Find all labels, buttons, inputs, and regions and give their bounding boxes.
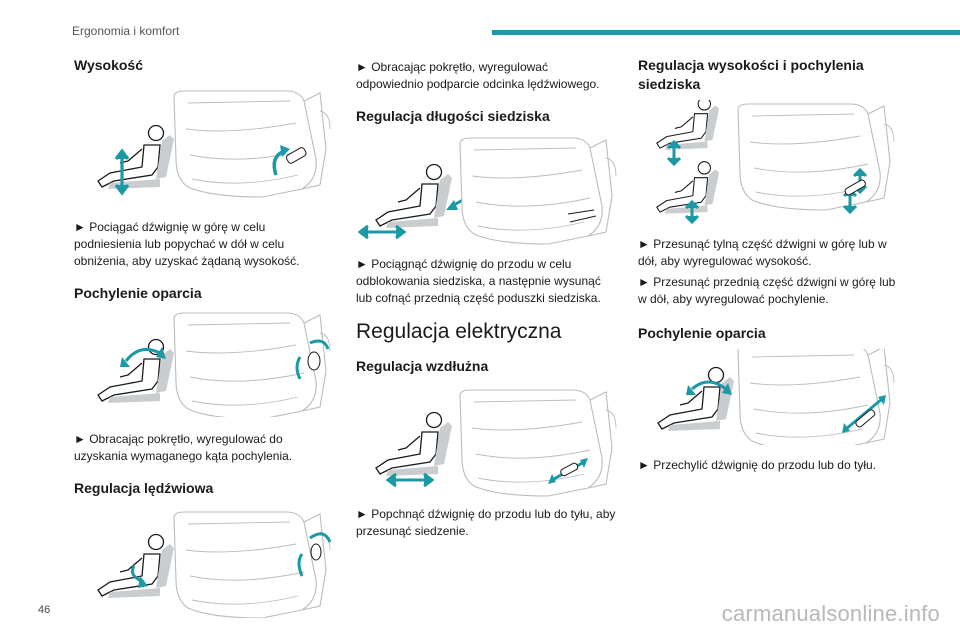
seat-line-drawing [459, 389, 617, 497]
seat-line-drawing [459, 137, 617, 245]
seat-line-drawing [737, 103, 895, 211]
seated-person-icon [375, 163, 453, 229]
heading-electric-adjustment: Regulacja elektryczna [356, 320, 562, 343]
seat-line-drawing [173, 312, 331, 417]
teal-adjustment-arrows [297, 532, 332, 577]
seated-person-icon [97, 124, 175, 190]
text-longitudinal: ► Popchnąć dźwignię do przodu lub do tył… [356, 507, 616, 538]
text-lumbar: ► Obracając pokrętło, wyregulować odpowi… [356, 60, 600, 91]
heading-height-tilt: Regulacja wysokości i pochylenia siedzis… [638, 57, 864, 92]
heading-backrest-tilt-electric: Pochylenie oparcia [638, 325, 766, 341]
page-number: 46 [38, 604, 51, 616]
text-height: ► Pociągać dźwignię w górę w celu podnie… [74, 220, 300, 268]
heading-backrest-tilt: Pochylenie oparcia [74, 285, 202, 301]
seated-person-icon [657, 366, 735, 432]
header-accent-bar [492, 30, 960, 35]
illustration-lumbar [74, 506, 336, 618]
column-middle: ► Obracając pokrętło, wyregulować odpowi… [356, 56, 618, 540]
heading-height: Wysokość [74, 57, 143, 73]
text-height-tilt-2: ► Przesunąć przednią część dźwigni w gór… [638, 275, 896, 306]
seated-person-icon [656, 100, 720, 151]
heading-seat-length: Regulacja długości siedziska [356, 108, 550, 124]
teal-adjustment-arrows [666, 139, 700, 225]
seat-line-drawing [173, 90, 331, 198]
illustration-height-tilt [638, 100, 900, 226]
seated-person-icon [97, 533, 175, 599]
heading-lumbar: Regulacja lędźwiowa [74, 480, 214, 496]
illustration-height [74, 83, 336, 203]
page-header-section: Ergonomia i komfort [72, 24, 180, 38]
seat-line-drawing [737, 349, 895, 445]
column-right: Regulacja wysokości i pochylenia siedzis… [638, 56, 900, 474]
text-seat-length: ► Pociągnąć dźwignię do przodu w celu od… [356, 257, 601, 305]
illustration-backrest [74, 309, 336, 417]
illustration-longitudinal [356, 384, 618, 498]
teal-adjustment-arrows [272, 145, 307, 176]
teal-adjustment-arrows [130, 565, 148, 588]
seat-line-drawing [173, 511, 331, 618]
teal-adjustment-arrows [842, 395, 886, 433]
column-left: Wysokość ► Pociągać dźwignię w górę w ce… [74, 56, 336, 618]
teal-adjustment-arrows [842, 167, 868, 215]
heading-longitudinal: Regulacja wzdłużna [356, 358, 489, 374]
teal-adjustment-arrows [114, 148, 130, 196]
seated-person-icon [375, 411, 453, 477]
illustration-seat-length [356, 132, 618, 248]
text-backrest-tilt-electric: ► Przechylić dźwignię do przodu lub do t… [638, 458, 876, 472]
teal-adjustment-arrows [120, 347, 166, 367]
text-height-tilt-1: ► Przesunąć tylną część dźwigni w górę l… [638, 237, 887, 268]
teal-adjustment-arrows [295, 339, 330, 380]
illustration-backrest-electric [638, 349, 900, 445]
teal-adjustment-arrows [686, 380, 732, 395]
text-backrest-tilt: ► Obracając pokrętło, wyregulować do uzy… [74, 432, 293, 463]
teal-adjustment-arrows [548, 458, 588, 484]
watermark: carmanualsonline.info [721, 601, 940, 626]
teal-adjustment-arrows [385, 472, 435, 488]
